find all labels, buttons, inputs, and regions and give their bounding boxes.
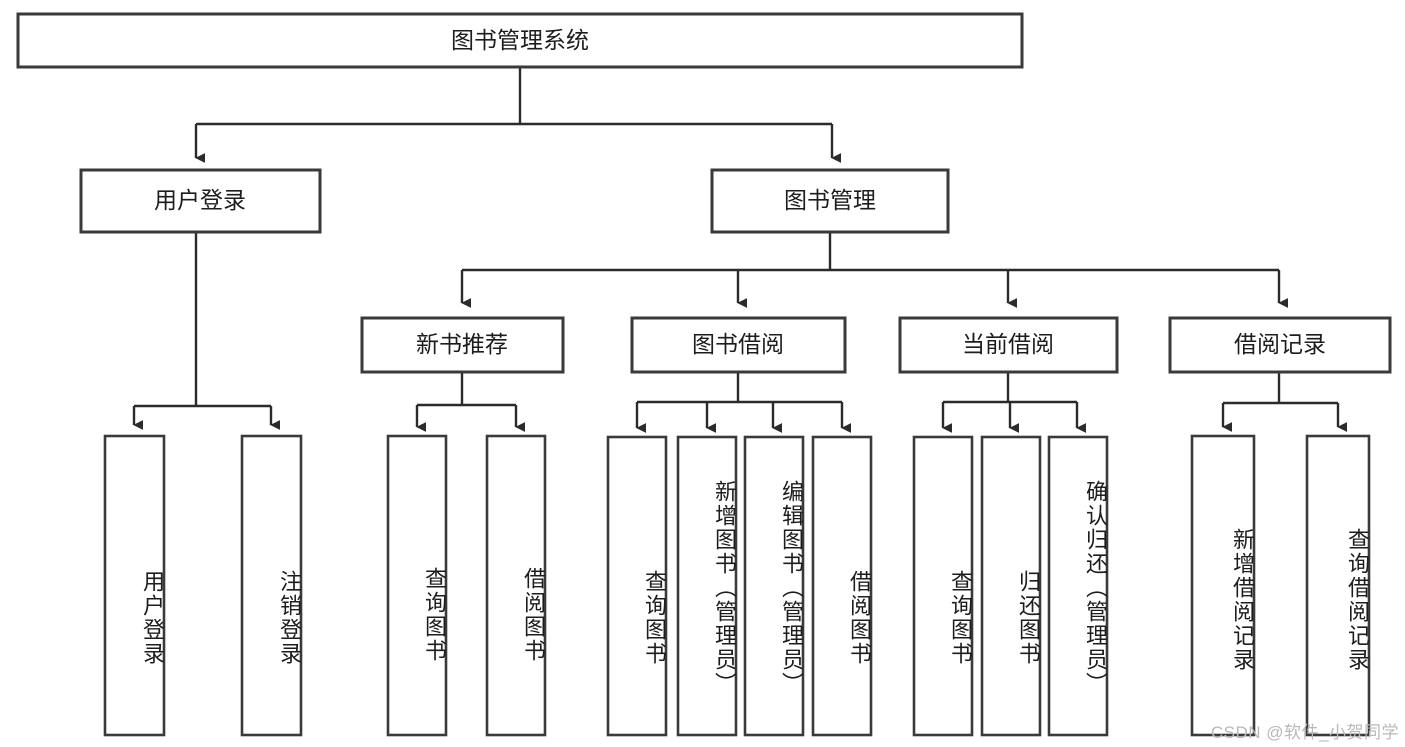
node-user-login-box[interactable]: [79, 168, 322, 234]
leaf-box-current-borrow-3[interactable]: [1047, 435, 1109, 737]
watermark-text: CSDN @软件_小贺同学: [1210, 723, 1399, 742]
node-book-borrow-label: 图书借阅: [692, 331, 784, 357]
node-borrow-record-label: 借阅记录: [1234, 331, 1326, 357]
node-current-borrow-box[interactable]: [898, 316, 1119, 374]
node-book-manage-label: 图书管理: [784, 187, 876, 213]
connectors-root-to-level1: [194, 67, 842, 163]
node-book-borrow-box[interactable]: [630, 316, 847, 374]
connectors-current-borrow-to-leaves: [941, 372, 1087, 433]
leaf-box-current-borrow-2[interactable]: [980, 435, 1042, 737]
connectors-borrow-record-to-leaves: [1221, 372, 1348, 432]
node-user-login[interactable]: 用户登录: [79, 168, 322, 234]
node-root-box[interactable]: [16, 12, 1024, 69]
leaf-box-book-borrow-1[interactable]: [606, 435, 668, 737]
connectors-new-book-to-leaves: [415, 372, 526, 432]
leaf-box-user-login-2[interactable]: [240, 434, 303, 737]
leaf-box-new-book-2[interactable]: [485, 434, 547, 737]
leaf-group-book-borrow: [606, 435, 873, 737]
node-book-borrow[interactable]: 图书借阅: [630, 316, 847, 374]
node-root[interactable]: 图书管理系统: [16, 12, 1024, 69]
leaf-box-book-borrow-2[interactable]: [676, 435, 738, 737]
leaf-group-user-login: [103, 434, 303, 737]
node-root-label: 图书管理系统: [451, 27, 589, 53]
leaf-box-borrow-record-2[interactable]: [1305, 434, 1371, 737]
node-borrow-record[interactable]: 借阅记录: [1168, 316, 1392, 374]
leaf-group-current-borrow: [912, 435, 1109, 737]
leaf-group-borrow-record: [1190, 434, 1371, 737]
node-user-login-label: 用户登录: [154, 187, 246, 213]
leaf-box-user-login-1[interactable]: [103, 434, 166, 737]
node-borrow-record-box[interactable]: [1168, 316, 1392, 374]
node-current-borrow-label: 当前借阅: [962, 331, 1054, 357]
connectors-book-borrow-to-leaves: [635, 372, 852, 433]
leaf-box-new-book-1[interactable]: [386, 434, 448, 737]
node-book-manage-box[interactable]: [710, 168, 950, 234]
node-book-manage[interactable]: 图书管理: [710, 168, 950, 234]
leaf-group-new-book-recommend: [386, 434, 547, 737]
node-new-book-recommend[interactable]: 新书推荐: [360, 316, 565, 374]
node-new-book-recommend-label: 新书推荐: [416, 331, 508, 357]
leaf-box-book-borrow-4[interactable]: [811, 435, 873, 737]
leaf-box-book-borrow-3[interactable]: [743, 435, 805, 737]
leaf-box-borrow-record-1[interactable]: [1190, 434, 1256, 737]
leaf-box-current-borrow-1[interactable]: [912, 435, 974, 737]
connectors-book-manage-to-level2: [460, 232, 1289, 308]
connectors-user-login-to-leaves: [132, 232, 281, 430]
node-new-book-recommend-box[interactable]: [360, 316, 565, 374]
node-current-borrow[interactable]: 当前借阅: [898, 316, 1119, 374]
